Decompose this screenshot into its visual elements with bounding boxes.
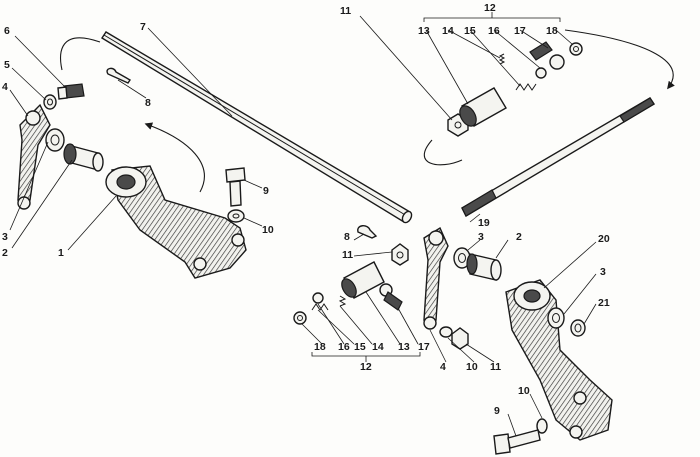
label-15-center: 15 <box>354 341 366 353</box>
label-20: 20 <box>598 233 610 245</box>
cap-18-top <box>569 42 583 56</box>
leader-lines <box>9 15 597 437</box>
washer-10-center <box>439 326 453 338</box>
bolt-9-top <box>225 167 246 207</box>
label-21: 21 <box>598 297 610 309</box>
rod-7 <box>101 31 413 224</box>
label-8-center: 8 <box>344 231 350 243</box>
label-15-top: 15 <box>464 25 476 37</box>
cotter-pin-8-top <box>106 67 131 84</box>
bracket-20 <box>505 279 613 441</box>
plug-16-top <box>535 67 547 79</box>
nut-11-lower <box>451 327 469 350</box>
cotter-pin-8-center <box>357 225 378 239</box>
washer-5 <box>43 94 57 110</box>
label-3-right: 3 <box>600 266 606 278</box>
label-6: 6 <box>4 25 10 37</box>
label-8-top: 8 <box>145 97 151 109</box>
label-16-center: 16 <box>338 341 350 353</box>
washer-10-top <box>227 209 245 223</box>
label-13-top: 13 <box>418 25 430 37</box>
label-2-left: 2 <box>2 247 8 259</box>
arrow-path-left <box>60 37 101 71</box>
group-brace-12-top <box>423 12 561 22</box>
washer-3-left <box>45 128 65 152</box>
ring-21 <box>570 319 586 337</box>
label-12-bottom: 12 <box>360 361 372 373</box>
label-13-center: 13 <box>398 341 410 353</box>
bolt-6 <box>57 83 85 100</box>
label-9-bottom: 9 <box>494 405 500 417</box>
label-5: 5 <box>4 59 10 71</box>
arrow-path-bracket <box>144 122 205 193</box>
label-11-center: 11 <box>342 249 353 261</box>
label-17-top: 17 <box>514 25 526 37</box>
bushing-2-right <box>466 253 502 281</box>
arrow-path-right <box>564 29 675 90</box>
bolt-9-bottom <box>493 429 541 455</box>
label-4-left: 4 <box>2 81 8 93</box>
label-19: 19 <box>478 217 490 229</box>
label-4-right: 4 <box>440 361 446 373</box>
spring-15-center <box>311 303 329 311</box>
cap-18-center <box>293 311 307 325</box>
nut-11-center <box>391 243 409 266</box>
sleeve-13-top <box>459 87 507 127</box>
ball-stud-17-top <box>529 41 565 70</box>
label-14-center: 14 <box>372 341 384 353</box>
washer-3-right <box>547 307 565 329</box>
label-11-top: 11 <box>340 5 351 17</box>
lever-arm-4-right <box>423 226 449 330</box>
bushing-2-left <box>63 143 104 172</box>
group-brace-12-bottom <box>311 352 421 362</box>
label-10-bottom: 10 <box>518 385 530 397</box>
label-11-lower: 11 <box>490 361 501 373</box>
label-10-top: 10 <box>262 224 274 236</box>
plug-16-center <box>312 292 324 304</box>
lever-arm-4-left <box>17 103 51 210</box>
spring-14-top <box>498 53 506 65</box>
spring-14-center <box>338 295 347 307</box>
label-17-center: 17 <box>418 341 430 353</box>
threaded-rod-19 <box>461 97 655 217</box>
label-10-center: 10 <box>466 361 478 373</box>
label-9-top: 9 <box>263 185 269 197</box>
sleeve-13-center <box>341 261 385 299</box>
label-1: 1 <box>58 247 64 259</box>
washer-10-bottom <box>536 418 548 434</box>
label-14-top: 14 <box>442 25 454 37</box>
label-16-top: 16 <box>488 25 500 37</box>
label-3-left: 3 <box>2 231 8 243</box>
bracket-1 <box>105 165 247 279</box>
label-2-right: 2 <box>516 231 522 243</box>
label-18-center: 18 <box>314 341 326 353</box>
ball-stud-17-center <box>379 283 403 311</box>
label-12-top: 12 <box>484 2 496 14</box>
label-3-center: 3 <box>478 231 484 243</box>
label-7: 7 <box>140 21 146 33</box>
arrow-path-right-lower <box>424 139 463 166</box>
label-18-top: 18 <box>546 25 558 37</box>
